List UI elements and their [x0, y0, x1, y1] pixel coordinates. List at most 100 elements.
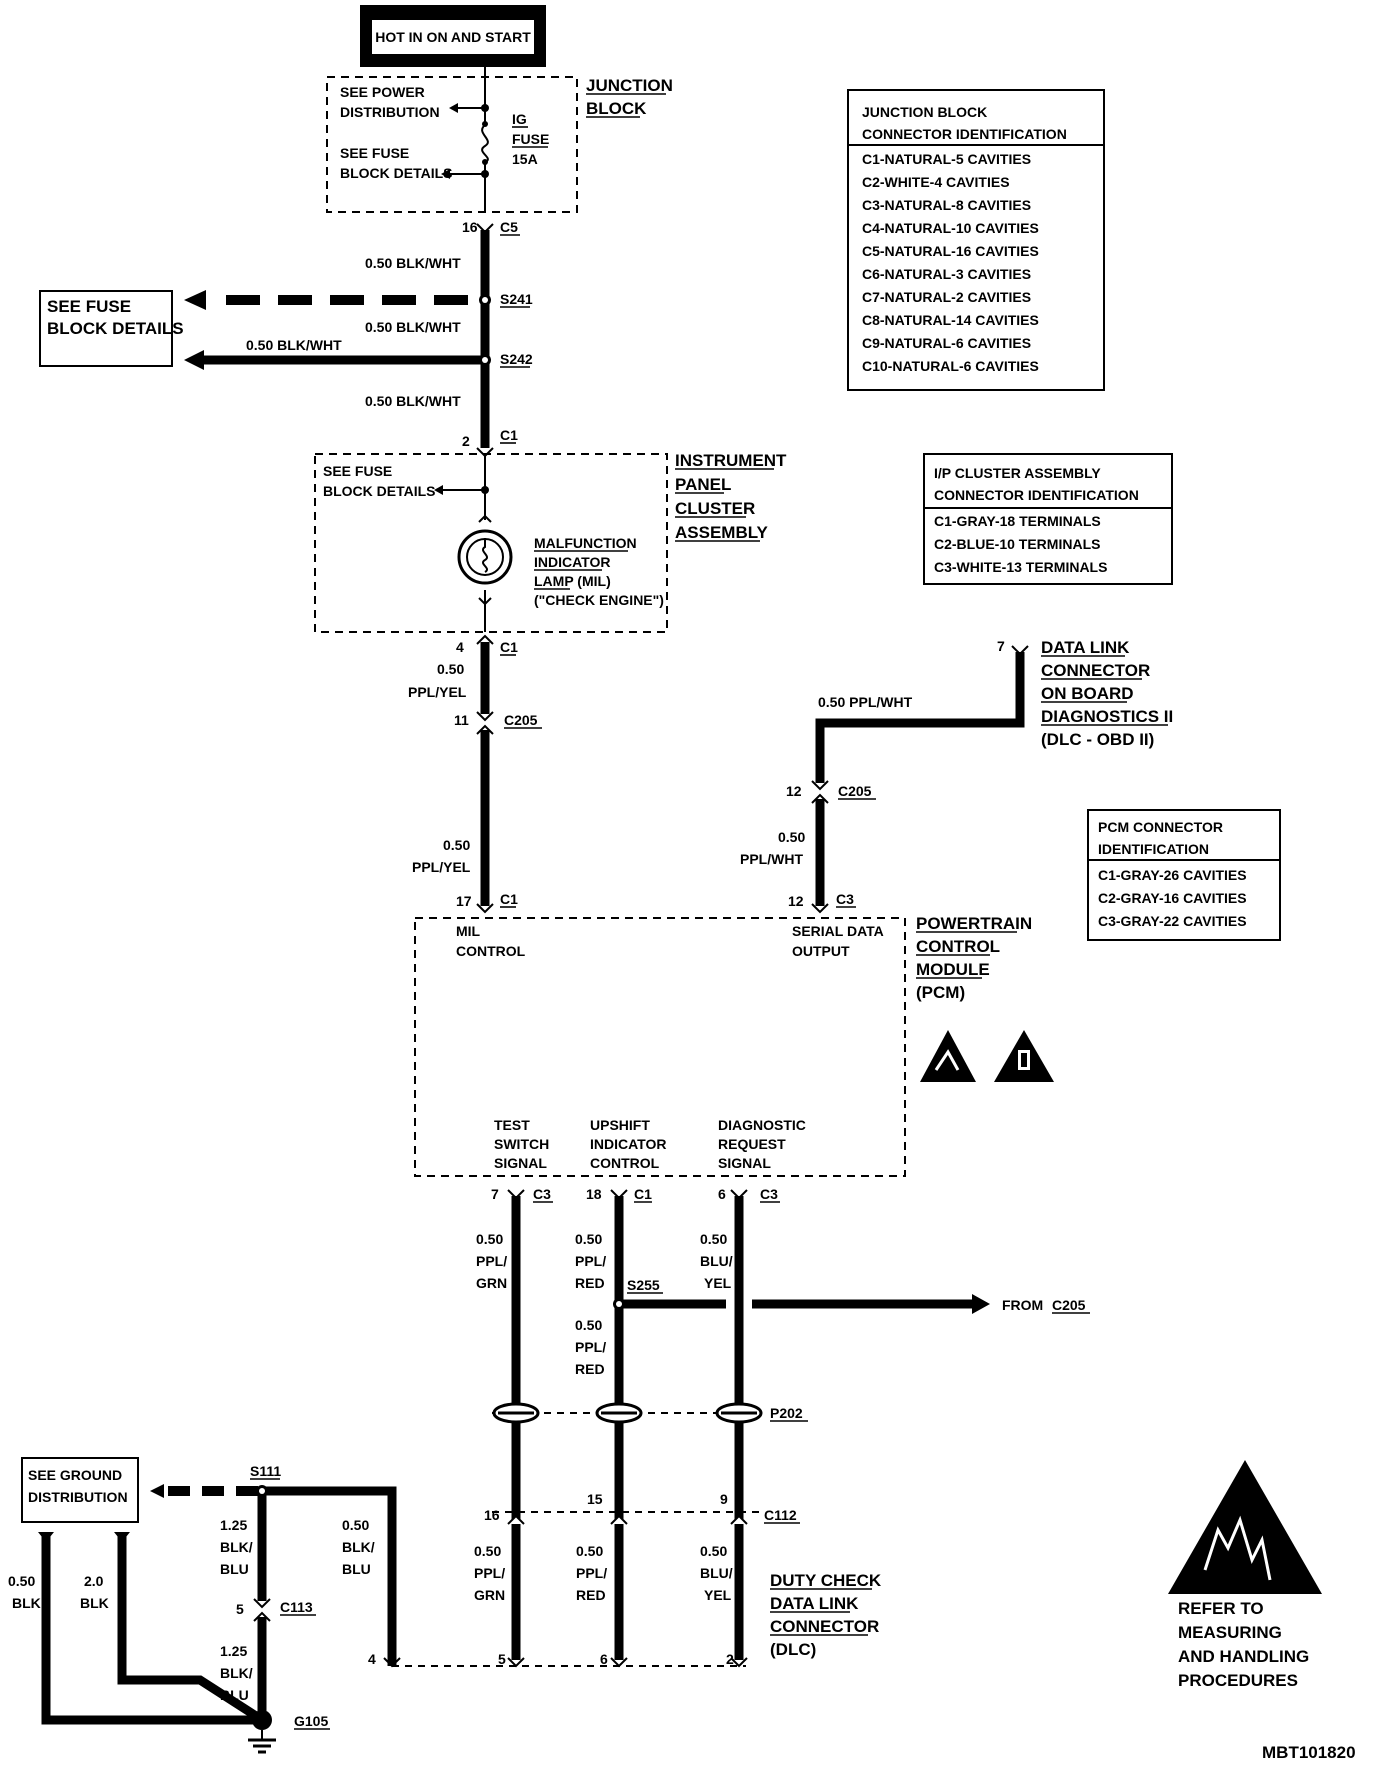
- pcm-test-pin: 7: [491, 1186, 499, 1202]
- ground-point-icon: [252, 1710, 272, 1730]
- from-label: FROM: [1002, 1297, 1043, 1313]
- cluster-see-fuse-2: BLOCK DETAILS: [323, 483, 436, 499]
- c112-pin-9: 9: [720, 1491, 728, 1507]
- cluster-conn-c1-bottom: C1: [500, 639, 518, 655]
- dlc-sub: (DLC): [770, 1640, 816, 1659]
- esd-note-3: AND HANDLING: [1178, 1647, 1309, 1666]
- pcm-upshift-label-3: CONTROL: [590, 1155, 660, 1171]
- ip-table-header-2: CONNECTOR IDENTIFICATION: [934, 487, 1139, 503]
- wl-blk-20-2: BLK: [80, 1595, 109, 1611]
- see-ground-1: SEE GROUND: [28, 1467, 122, 1483]
- pcm-table-row: C2-GRAY-16 CAVITIES: [1098, 890, 1247, 906]
- wl-ppl-grn-1: 0.50: [476, 1231, 503, 1247]
- pcm-diag-label-3: SIGNAL: [718, 1155, 771, 1171]
- ip-table-row: C2-BLUE-10 TERMINALS: [934, 536, 1100, 552]
- dlc-obd-title-2: CONNECTOR: [1041, 661, 1150, 680]
- wl-ppl-red-5: PPL/: [575, 1339, 606, 1355]
- pcm-diag-label-2: REQUEST: [718, 1136, 786, 1152]
- wire-label-ppl-yel-1a: 0.50: [437, 661, 464, 677]
- pcm-serial-label-1: SERIAL DATA: [792, 923, 884, 939]
- jb-table-row: C2-WHITE-4 CAVITIES: [862, 174, 1010, 190]
- pin-16: 16: [462, 219, 478, 235]
- wl-blk-blu-7: 1.25: [220, 1643, 247, 1659]
- pcm-serial-pin: 12: [788, 893, 804, 909]
- dlc-obd-title-3: ON BOARD: [1041, 684, 1134, 703]
- wl-blk-050-1: 0.50: [8, 1573, 35, 1589]
- wire-label-blk-wht-1: 0.50 BLK/WHT: [365, 255, 461, 271]
- see-fuse-block-box: [39, 290, 173, 367]
- wire-label-ppl-wht-b: PPL/WHT: [740, 851, 803, 867]
- wl-blu-yel-5: BLU/: [700, 1565, 733, 1581]
- wl-ppl-red-1: 0.50: [575, 1231, 602, 1247]
- pcm-title-1: POWERTRAIN: [916, 914, 1032, 933]
- c205-left-conn: C205: [504, 712, 538, 728]
- wl-ppl-grn-4: 0.50: [474, 1543, 501, 1559]
- esd-hand-icon: [1168, 1460, 1322, 1594]
- fuse-label-rating: 15A: [512, 151, 538, 167]
- pcm-mil-label-2: CONTROL: [456, 943, 526, 959]
- power-source-label: HOT IN ON AND START: [375, 29, 531, 45]
- pcm-connector-table: [1087, 809, 1281, 941]
- g105-label: G105: [294, 1713, 328, 1729]
- fuse-label-ig: IG: [512, 111, 527, 127]
- wl-blk-blu-4: 0.50: [342, 1517, 369, 1533]
- junction-block-title: JUNCTION: [586, 76, 673, 95]
- wl-blu-yel-3: YEL: [704, 1275, 732, 1291]
- cluster-pin-4: 4: [456, 639, 464, 655]
- jb-table-row: C4-NATURAL-10 CAVITIES: [862, 220, 1039, 236]
- see-fuse-label-2: BLOCK DETAILS: [340, 165, 453, 181]
- dlc-pin-2: 2: [726, 1651, 734, 1667]
- document-id: MBT101820: [1262, 1743, 1356, 1762]
- dlc-pin-6: 6: [600, 1651, 608, 1667]
- wire-blk-blu-dlc: [262, 1486, 397, 1666]
- esd-note-4: PROCEDURES: [1178, 1671, 1298, 1690]
- pcm-diag-label-1: DIAGNOSTIC: [718, 1117, 806, 1133]
- see-fuse-left-2: BLOCK DETAILS: [47, 319, 184, 338]
- jb-connector-table: [847, 89, 1105, 391]
- pcm-mil-pin: 17: [456, 893, 472, 909]
- pcm-serial-conn: C3: [836, 891, 854, 907]
- wl-blu-yel-1: 0.50: [700, 1231, 727, 1247]
- wire-ppl-wht: [815, 652, 1025, 906]
- from-c205-conn: C205: [1052, 1297, 1086, 1313]
- wl-blk-blu-1: 1.25: [220, 1517, 247, 1533]
- dlc-pin-4: 4: [368, 1651, 376, 1667]
- jb-table-header-2: CONNECTOR IDENTIFICATION: [862, 126, 1067, 142]
- wl-ppl-grn-6: GRN: [474, 1587, 505, 1603]
- wire-label-blk-wht-3: 0.50 BLK/WHT: [365, 393, 461, 409]
- conn-c5: C5: [500, 219, 518, 235]
- mil-label-3: LAMP (MIL): [534, 573, 611, 589]
- jb-table-row: C9-NATURAL-6 CAVITIES: [862, 335, 1031, 351]
- wl-blk-20-1: 2.0: [84, 1573, 104, 1589]
- junction-block-title-2: BLOCK: [586, 99, 647, 118]
- wl-ppl-grn-2: PPL/: [476, 1253, 507, 1269]
- wl-blk-blu-5: BLK/: [342, 1539, 375, 1555]
- wl-blu-yel-6: YEL: [704, 1587, 732, 1603]
- wire-label-ppl-yel-1b: PPL/YEL: [408, 684, 467, 700]
- ip-connector-table: [923, 453, 1173, 585]
- cluster-box: [314, 453, 668, 633]
- mil-label-1: MALFUNCTION: [534, 535, 637, 551]
- dlc-obd-title-4: DIAGNOSTICS II: [1041, 707, 1173, 726]
- cluster-conn-c1-top: C1: [500, 427, 518, 443]
- junction-block-box: [326, 76, 578, 213]
- c205-right-pin: 12: [786, 783, 802, 799]
- pcm-test-label-2: SWITCH: [494, 1136, 549, 1152]
- jb-table-row: C1-NATURAL-5 CAVITIES: [862, 151, 1031, 167]
- pcm-mil-label-1: MIL: [456, 923, 481, 939]
- wire-blk-050: [41, 1536, 256, 1725]
- wl-ppl-grn-3: GRN: [476, 1275, 507, 1291]
- wl-ppl-grn-5: PPL/: [474, 1565, 505, 1581]
- jb-table-row: C6-NATURAL-3 CAVITIES: [862, 266, 1031, 282]
- wl-ppl-red-3: RED: [575, 1275, 605, 1291]
- pcm-diag-conn: C3: [760, 1186, 778, 1202]
- splice-s241: S241: [500, 291, 533, 307]
- fuse-label-fuse: FUSE: [512, 131, 549, 147]
- lamp-icon: [457, 529, 513, 585]
- see-power-label: SEE POWER: [340, 84, 425, 100]
- wire-blk-20: [117, 1536, 259, 1720]
- wl-ppl-red-2: PPL/: [575, 1253, 606, 1269]
- pcm-sub: (PCM): [916, 983, 965, 1002]
- wl-blu-yel-2: BLU/: [700, 1253, 733, 1269]
